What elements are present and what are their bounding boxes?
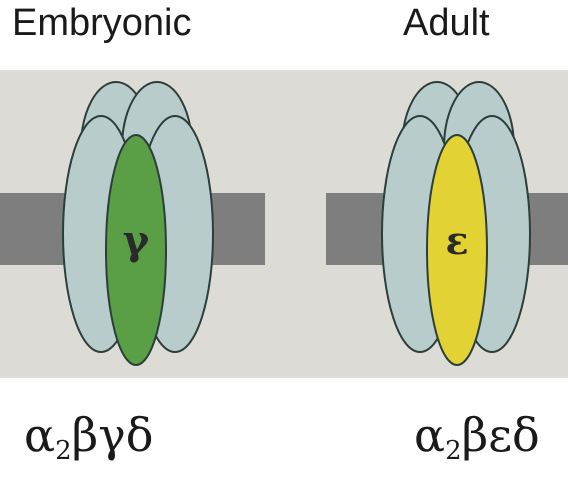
- gamma-subunit: [105, 134, 167, 366]
- subunit-formula-adult: α2βεδ: [414, 412, 540, 464]
- epsilon-subunit-label: ε: [445, 218, 468, 263]
- formula-subscript: 2: [55, 436, 72, 466]
- formula-rest: βεδ: [461, 408, 540, 462]
- subunit-formula-embryonic: α2βγδ: [24, 412, 153, 464]
- epsilon-subunit: [426, 134, 488, 366]
- formula-rest: βγδ: [71, 408, 154, 462]
- receptor-adult: ε: [381, 81, 531, 366]
- formula-alpha: α: [414, 408, 446, 462]
- formula-alpha: α: [24, 408, 56, 462]
- panel-title-embryonic: Embryonic: [12, 2, 192, 44]
- gamma-subunit-label: γ: [123, 217, 150, 264]
- formula-subscript: 2: [445, 436, 462, 466]
- panel-title-adult: Adult: [403, 2, 490, 44]
- receptor-embryonic: γ: [62, 81, 214, 366]
